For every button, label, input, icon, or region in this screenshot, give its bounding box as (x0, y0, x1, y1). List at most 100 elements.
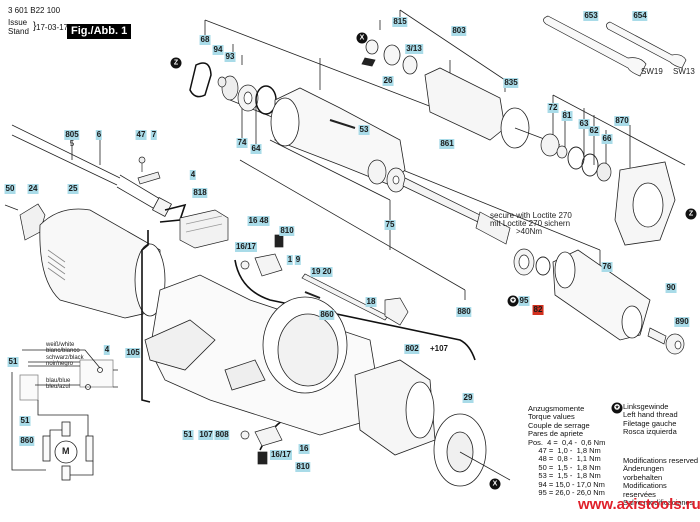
torque-row: 95 = 26,0 - 26,0 Nm (528, 488, 605, 498)
part-label-19[interactable]: 19 (310, 267, 322, 277)
part-ring-68 (189, 62, 212, 98)
part-label-810-bottom[interactable]: 810 (295, 462, 311, 472)
bracket-75 (269, 139, 391, 201)
loctite-note-de: mit Loctite 270 sichern (490, 219, 571, 228)
part-label-25[interactable]: 25 (67, 184, 79, 194)
part-brush-holder-bottom (240, 425, 283, 465)
part-spindle-880 (402, 177, 511, 245)
part-label-24[interactable]: 24 (27, 184, 39, 194)
part-label-26[interactable]: 26 (382, 76, 394, 86)
part-label-93[interactable]: 93 (224, 52, 236, 62)
motor-symbol: M (62, 446, 70, 456)
part-label-76[interactable]: 76 (601, 262, 613, 272)
part-gear-housing (144, 274, 381, 436)
bracket-803 (399, 9, 506, 81)
figure-label: Fig./Abb. 1 (67, 24, 132, 39)
part-bearing-72 (540, 133, 568, 159)
part-label-20[interactable]: 20 (321, 267, 333, 277)
watermark-link[interactable]: www.axistools.ru (578, 496, 700, 513)
torque-title-fr: Couple de serrage (528, 420, 590, 430)
left-thread-symbol-icon: X (356, 32, 368, 44)
torque-row: 50 = 1,5 - 1,8 Nm (528, 462, 601, 472)
part-label-835[interactable]: 835 (503, 78, 519, 88)
wiring-label-51-top[interactable]: 51 (7, 357, 19, 367)
torque-row: 94 = 15,0 - 17,0 Nm (528, 479, 605, 489)
part-label-654[interactable]: 654 (632, 11, 648, 21)
part-label-95[interactable]: 95 (518, 296, 530, 306)
torque-row: 53 = 1,5 - 1,8 Nm (528, 471, 601, 481)
wiring-label-4[interactable]: 4 (103, 345, 111, 355)
part-label-870[interactable]: 870 (614, 116, 630, 126)
part-label-51-bottom[interactable]: 51 (182, 430, 194, 440)
part-label-66[interactable]: 66 (601, 134, 613, 144)
part-label-18[interactable]: 18 (365, 297, 377, 307)
loctite-note-en: secure with Loctite 270 (490, 211, 572, 220)
wiring-label-51[interactable]: 51 (19, 416, 31, 426)
part-clip-7 (137, 156, 161, 185)
part-label-75[interactable]: 75 (384, 220, 396, 230)
part-label-3-13[interactable]: 3/13 (405, 44, 423, 54)
part-label-105[interactable]: 105 (125, 348, 141, 358)
part-label-880[interactable]: 880 (456, 307, 472, 317)
part-label-653[interactable]: 653 (583, 11, 599, 21)
part-switch-4 (179, 209, 229, 249)
part-label-803[interactable]: 803 (451, 26, 467, 36)
part-label-107[interactable]: 107 (198, 430, 214, 440)
part-label-47[interactable]: 47 (135, 130, 147, 140)
part-label-16-bottom[interactable]: 16 (298, 444, 310, 454)
part-label-7[interactable]: 7 (150, 130, 158, 140)
part-label-64[interactable]: 64 (250, 144, 262, 154)
loctite-note-torque: >40Nm (516, 227, 543, 236)
part-label-90[interactable]: 90 (665, 283, 677, 293)
part-label-810[interactable]: 810 (279, 226, 295, 236)
part-gear-head (270, 87, 406, 186)
torque-row: 48 = 0,8 - 1,1 Nm (528, 454, 601, 464)
part-label-48[interactable]: 48 (258, 216, 270, 226)
part-label-53[interactable]: 53 (358, 125, 370, 135)
part-label-860[interactable]: 860 (319, 310, 335, 320)
part-label-4[interactable]: 4 (189, 170, 197, 180)
part-label-82[interactable]: 82 (532, 305, 544, 315)
part-label-16-17[interactable]: 16/17 (234, 242, 258, 252)
part-label-802[interactable]: 802 (404, 344, 420, 354)
seal-symbol-icon-2: Z (685, 208, 697, 220)
part-bracket-24 (4, 203, 46, 241)
issue-brace: } (33, 21, 37, 32)
wiring-diagram (11, 349, 118, 481)
part-label-808[interactable]: 808 (214, 430, 230, 440)
part-label-9[interactable]: 9 (294, 255, 302, 265)
part-label-861[interactable]: 861 (439, 139, 455, 149)
part-label-68[interactable]: 68 (199, 35, 211, 45)
part-label-818[interactable]: 818 (192, 188, 208, 198)
part-label-6[interactable]: 6 (95, 130, 103, 140)
part-label-50[interactable]: 50 (4, 184, 16, 194)
part-label-805[interactable]: 805 (64, 130, 80, 140)
part-label-94[interactable]: 94 (212, 45, 224, 55)
part-housing-25 (39, 208, 166, 319)
part-flange-870 (614, 161, 676, 246)
doc-number: 3 601 B22 100 (8, 6, 61, 15)
modifications-note: Modifications reserved Änderungen vorbeh… (623, 456, 699, 508)
part-label-63[interactable]: 63 (578, 119, 590, 129)
seal-symbol-icon: Z (170, 57, 182, 69)
part-label-16-17-bottom[interactable]: 16/17 (269, 450, 293, 460)
part-label-1[interactable]: 1 (286, 255, 294, 265)
part-label-74[interactable]: 74 (236, 138, 248, 148)
part-label-890[interactable]: 890 (674, 317, 690, 327)
part-label-16[interactable]: 16 (247, 216, 259, 226)
part-label-815[interactable]: 815 (392, 17, 408, 27)
plus-107-label: +107 (429, 344, 449, 353)
bracket-870 (552, 94, 686, 166)
torque-row: Pos. 4 = 0,4 - 0,6 Nm (528, 437, 606, 447)
part-label-72[interactable]: 72 (547, 103, 559, 113)
bracket-880 (239, 159, 466, 291)
torque-table: Anzugsmomente Torque values Couple de se… (528, 404, 606, 498)
part-label-81[interactable]: 81 (561, 111, 573, 121)
left-hand-thread-icon: ✪ (611, 402, 623, 414)
part-label-62[interactable]: 62 (588, 126, 600, 136)
part-label-29[interactable]: 29 (462, 393, 474, 403)
part-ring-82 (535, 256, 551, 276)
wiring-label-860[interactable]: 860 (19, 436, 35, 446)
